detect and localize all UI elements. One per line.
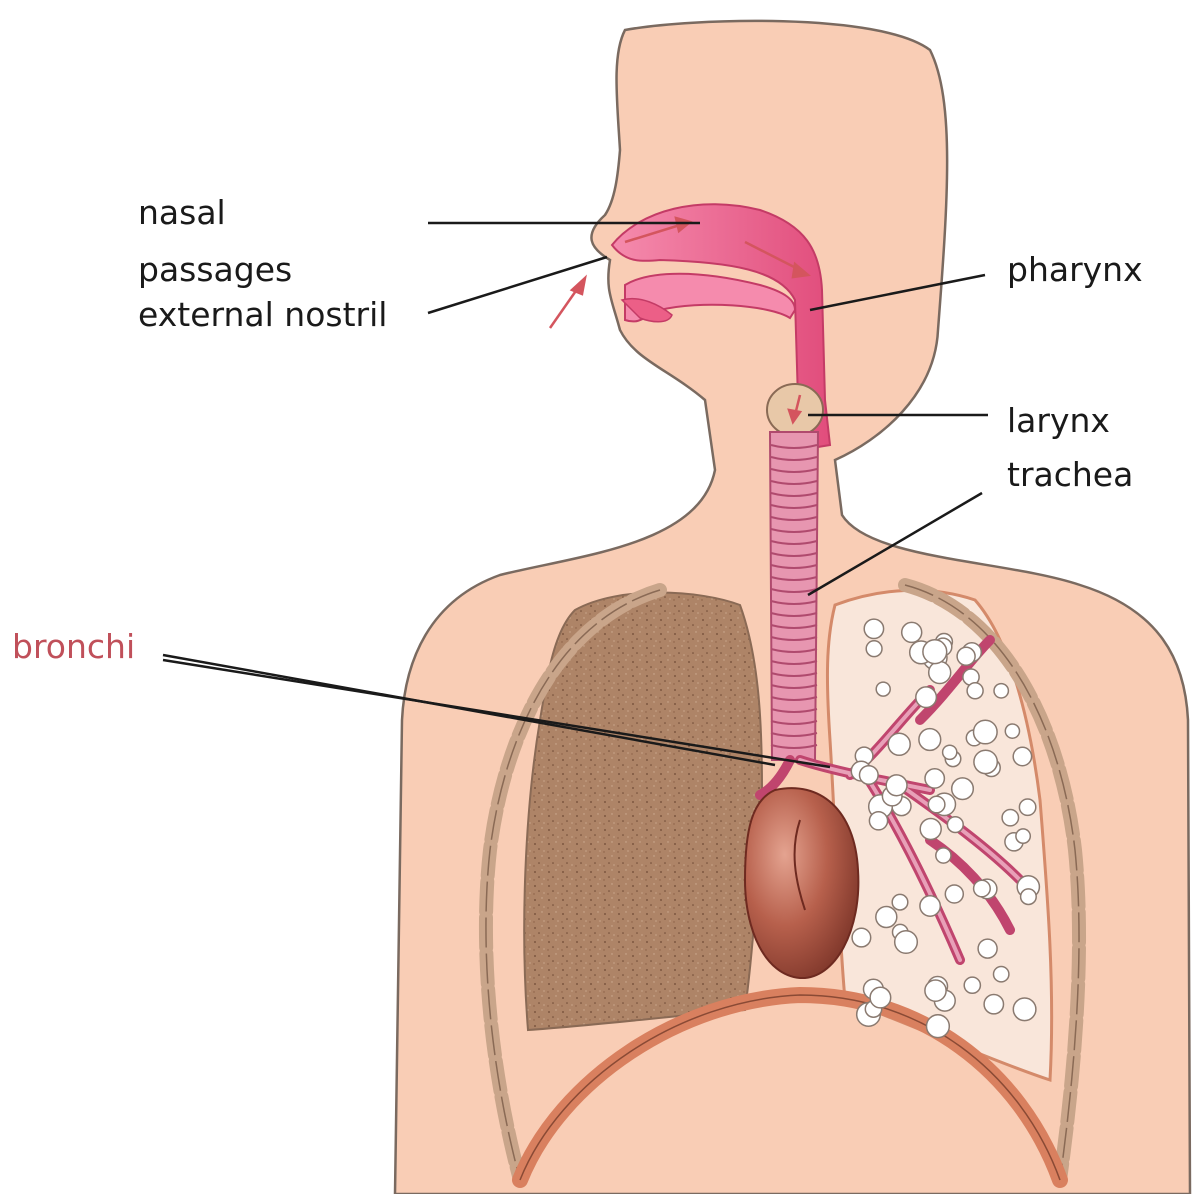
alveolus <box>943 745 957 759</box>
label-external-nostril: external nostril <box>138 298 387 331</box>
alveolus <box>902 622 922 642</box>
alveolus <box>876 682 890 696</box>
alveolus <box>994 967 1009 982</box>
alveolus <box>1005 724 1019 738</box>
alveolus <box>876 907 897 928</box>
alveolus <box>920 896 940 916</box>
alveolus <box>895 931 918 954</box>
label-larynx: larynx <box>1007 404 1110 437</box>
alveolus <box>952 778 974 800</box>
alveolus <box>886 775 907 796</box>
alveolus <box>967 683 983 699</box>
label-bronchi: bronchi <box>12 630 135 663</box>
alveolus <box>928 796 945 813</box>
alveolus <box>957 647 975 665</box>
label-passages: passages <box>138 253 292 286</box>
alveolus <box>1013 747 1031 765</box>
alveolus <box>919 729 941 751</box>
alveolus <box>927 1015 950 1038</box>
label-nasal: nasal <box>138 196 226 229</box>
alveolus <box>866 641 882 657</box>
alveolus <box>1013 998 1036 1021</box>
alveolus <box>947 817 963 833</box>
alveolus <box>929 662 951 684</box>
alveolus <box>974 750 997 773</box>
label-trachea: trachea <box>1007 458 1133 491</box>
alveolus <box>860 766 879 785</box>
alveolus <box>925 769 944 788</box>
label-pharynx: pharynx <box>1007 253 1143 286</box>
alveolus <box>974 720 998 744</box>
alveolus <box>974 880 991 897</box>
alveolus <box>888 733 910 755</box>
alveolus <box>864 619 883 638</box>
alveolus <box>994 684 1008 698</box>
alveolus <box>852 928 871 947</box>
alveolus <box>869 812 887 830</box>
heart <box>745 788 858 978</box>
alveolus <box>978 939 997 958</box>
alveolus <box>870 987 891 1008</box>
alveolus <box>1021 889 1037 905</box>
alveolus <box>936 848 951 863</box>
alveolus <box>925 980 946 1001</box>
alveolus <box>1019 799 1035 815</box>
alveolus <box>1016 829 1030 843</box>
alveolus <box>1002 810 1018 826</box>
alveolus <box>964 977 980 993</box>
alveolus <box>916 687 937 708</box>
alveolus <box>923 640 947 664</box>
alveolus <box>892 894 908 910</box>
alveolus <box>945 885 963 903</box>
alveolus <box>984 995 1003 1014</box>
alveolus <box>920 819 941 840</box>
